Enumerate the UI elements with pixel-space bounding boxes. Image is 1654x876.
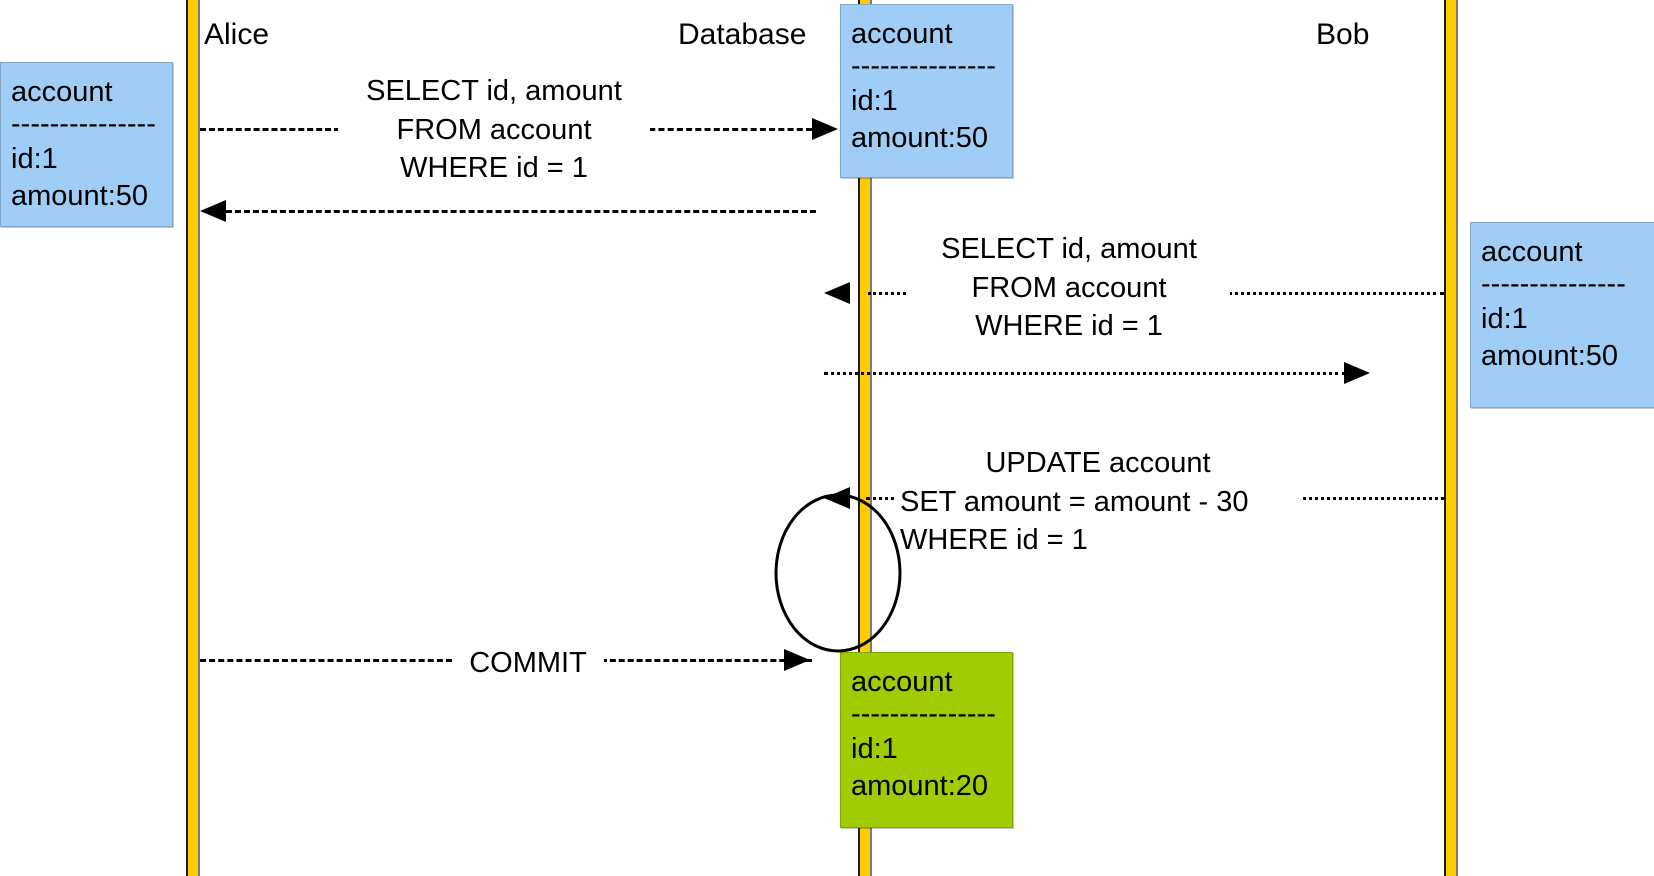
note-alice-account: account --------------- id:1 amount:50 (0, 62, 173, 227)
note-line-amount: amount:50 (1481, 340, 1619, 373)
lifeline-bob (1444, 0, 1458, 876)
message-label-bob-select: SELECT id, amount FROM account WHERE id … (908, 230, 1230, 346)
note-line-id: id:1 (851, 732, 898, 765)
note-separator: --------------- (851, 50, 996, 83)
message-line: SET amount = amount - 30 (900, 485, 1249, 518)
lifeline-alice (186, 0, 200, 876)
message-bob-update-line-left (866, 497, 902, 500)
message-label-alice-select: SELECT id, amount FROM account WHERE id … (338, 72, 650, 188)
message-alice-select-line-left (200, 128, 340, 131)
arrowhead-right-icon (1344, 362, 1370, 384)
message-alice-select-line-right (640, 128, 812, 131)
message-label-bob-update: UPDATE account SET amount = amount - 30 … (894, 444, 1302, 560)
message-line: FROM account (396, 113, 592, 146)
database-self-loop-icon (774, 493, 902, 653)
actor-label-database: Database (678, 18, 807, 51)
arrowhead-left-icon (824, 282, 850, 304)
note-title: account (851, 18, 953, 50)
note-title: account (11, 76, 113, 108)
message-line: WHERE id = 1 (900, 524, 1088, 557)
note-database-final-account: account --------------- id:1 amount:20 (840, 652, 1013, 828)
note-title: account (851, 666, 953, 698)
arrowhead-left-icon (200, 200, 226, 222)
note-line-amount: amount:50 (851, 122, 989, 155)
arrowhead-right-icon (812, 118, 838, 140)
arrowhead-right-icon (784, 649, 810, 671)
note-title: account (1481, 236, 1583, 268)
arrowhead-left-icon (824, 487, 850, 509)
note-line-id: id:1 (11, 142, 58, 175)
note-bob-account: account --------------- id:1 amount:50 (1470, 222, 1654, 408)
message-line: UPDATE account (985, 447, 1211, 479)
message-alice-commit-line-right (592, 659, 812, 662)
message-line: SELECT id, amount (941, 233, 1197, 265)
message-line: COMMIT (469, 647, 587, 679)
message-bob-select-line-left (868, 292, 918, 295)
note-line-amount: amount:50 (11, 180, 149, 213)
note-separator: --------------- (11, 108, 156, 141)
message-bob-update-line-right (1290, 497, 1444, 500)
note-separator: --------------- (851, 698, 996, 731)
message-line: WHERE id = 1 (975, 310, 1163, 343)
note-separator: --------------- (1481, 268, 1626, 301)
message-alice-commit-line-left (200, 659, 452, 662)
message-database-reply-bob-line (824, 372, 1346, 375)
note-line-amount: amount:20 (851, 770, 989, 803)
message-bob-select-line-right (1216, 292, 1444, 295)
note-line-id: id:1 (1481, 302, 1528, 335)
actor-label-alice: Alice (204, 18, 270, 51)
actor-label-bob: Bob (1316, 18, 1370, 51)
message-line: FROM account (971, 271, 1167, 304)
message-database-reply-alice-line (226, 210, 816, 213)
message-line: SELECT id, amount (366, 75, 622, 107)
message-label-alice-commit: COMMIT (452, 644, 604, 683)
note-database-initial-account: account --------------- id:1 amount:50 (840, 4, 1013, 178)
note-line-id: id:1 (851, 84, 898, 117)
message-line: WHERE id = 1 (400, 152, 588, 185)
